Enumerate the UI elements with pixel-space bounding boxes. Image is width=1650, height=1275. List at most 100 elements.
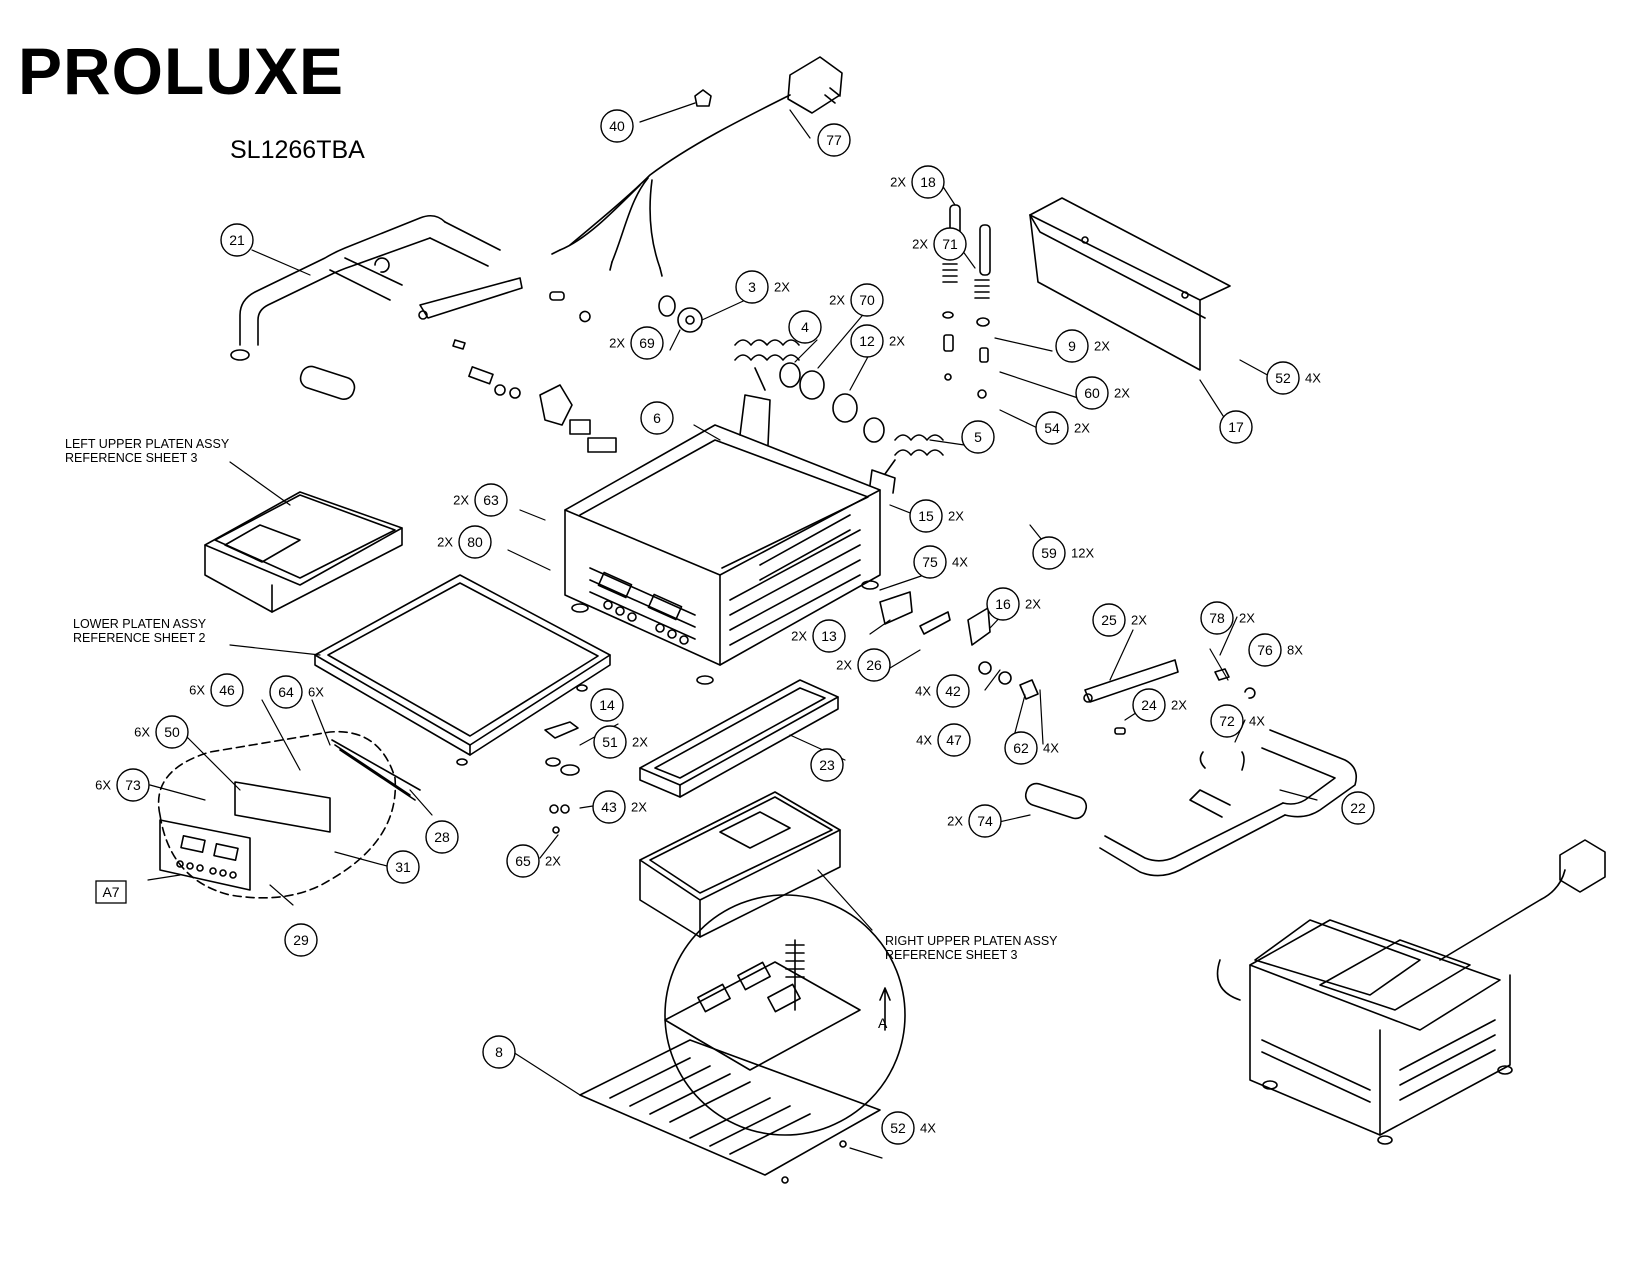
callout-number: 51 bbox=[602, 734, 618, 750]
callout-number: 65 bbox=[515, 853, 531, 869]
lower-note-line2: REFERENCE SHEET 2 bbox=[73, 631, 205, 645]
callout-balloon bbox=[1035, 411, 1069, 445]
drip-tray-drawing bbox=[639, 679, 839, 798]
callout-number: 26 bbox=[866, 657, 882, 673]
callout-quantity: 4X bbox=[1305, 371, 1321, 386]
callout-17: 17 bbox=[1219, 410, 1253, 444]
callout-quantity: 2X bbox=[1114, 386, 1130, 401]
callout-balloon bbox=[458, 525, 492, 559]
callout-77: 77 bbox=[817, 123, 851, 157]
callout-number: 43 bbox=[601, 799, 617, 815]
leader-lines bbox=[147, 102, 1318, 1159]
callout-quantity: 2X bbox=[890, 175, 906, 190]
callout-number: 71 bbox=[942, 236, 958, 252]
callout-number: 80 bbox=[467, 534, 483, 550]
callout-balloon bbox=[386, 850, 420, 884]
callout-quantity: 2X bbox=[1171, 698, 1187, 713]
callout-number: 59 bbox=[1041, 545, 1057, 561]
lower-platen-drawing bbox=[314, 574, 611, 766]
callout-number: 9 bbox=[1068, 338, 1076, 354]
callout-balloon bbox=[909, 499, 943, 533]
callout-balloon bbox=[986, 587, 1020, 621]
callout-16: 16 2X bbox=[986, 587, 1041, 621]
callout-number: 78 bbox=[1209, 610, 1225, 626]
callout-balloon bbox=[968, 804, 1002, 838]
callout-balloon bbox=[1219, 410, 1253, 444]
left-handle-drawing bbox=[230, 214, 523, 401]
callout-14: 14 bbox=[590, 688, 624, 722]
callout-quantity: 2X bbox=[609, 336, 625, 351]
callout-balloon bbox=[474, 483, 508, 517]
callout-number: 77 bbox=[826, 132, 842, 148]
callout-quantity: 6X bbox=[134, 725, 150, 740]
callout-quantity: 4X bbox=[1043, 741, 1059, 756]
callout-8: 8 bbox=[482, 1035, 516, 1069]
callout-balloon bbox=[593, 725, 627, 759]
right-upper-platen-drawing bbox=[639, 791, 841, 938]
left-upper-note-line2: REFERENCE SHEET 3 bbox=[65, 451, 197, 465]
callout-number: 15 bbox=[918, 508, 934, 524]
callout-number: 46 bbox=[219, 682, 235, 698]
callout-number: 17 bbox=[1228, 419, 1244, 435]
callout-number: 18 bbox=[920, 174, 936, 190]
callout-balloon bbox=[284, 923, 318, 957]
right-upper-note-line2: REFERENCE SHEET 3 bbox=[885, 948, 1017, 962]
callout-balloon bbox=[937, 723, 971, 757]
callout-number: 69 bbox=[639, 335, 655, 351]
callout-quantity: 4X bbox=[920, 1121, 936, 1136]
callout-40: 40 bbox=[600, 109, 634, 143]
callout-60: 60 2X bbox=[1075, 376, 1130, 410]
callout-quantity: 2X bbox=[947, 814, 963, 829]
callout-number: 42 bbox=[945, 683, 961, 699]
callout-quantity: 6X bbox=[189, 683, 205, 698]
callout-quantity: 12X bbox=[1071, 546, 1094, 561]
callout-4: 4 bbox=[788, 310, 822, 344]
callout-quantity: 2X bbox=[545, 854, 561, 869]
callout-quantity: 4X bbox=[916, 733, 932, 748]
callout-number: 60 bbox=[1084, 385, 1100, 401]
callout-balloon bbox=[857, 648, 891, 682]
callout-number: 63 bbox=[483, 492, 499, 508]
callout-number: 22 bbox=[1350, 800, 1366, 816]
callout-number: 25 bbox=[1101, 612, 1117, 628]
callout-balloon bbox=[788, 310, 822, 344]
callout-number: 75 bbox=[922, 554, 938, 570]
callout-number: 76 bbox=[1257, 642, 1273, 658]
callout-balloon bbox=[933, 227, 967, 261]
callout-balloon bbox=[1210, 704, 1244, 738]
assembly-tag-text: A7 bbox=[102, 884, 119, 900]
callout-quantity: 4X bbox=[915, 684, 931, 699]
callout-balloon bbox=[735, 270, 769, 304]
callout-number: 29 bbox=[293, 932, 309, 948]
main-housing-drawing bbox=[564, 394, 896, 685]
callout-quantity: 2X bbox=[948, 509, 964, 524]
callout-balloon bbox=[600, 109, 634, 143]
callout-balloon bbox=[1055, 329, 1089, 363]
callout-quantity: 6X bbox=[308, 685, 324, 700]
model-number: SL1266TBA bbox=[230, 136, 365, 164]
callout-number: 16 bbox=[995, 596, 1011, 612]
callout-number: 3 bbox=[748, 279, 756, 295]
callout-28: 28 bbox=[425, 820, 459, 854]
callout-69: 69 2X bbox=[609, 326, 664, 360]
detail-view-label: A bbox=[878, 1015, 888, 1031]
callout-quantity: 2X bbox=[1025, 597, 1041, 612]
callout-balloon bbox=[881, 1111, 915, 1145]
callout-number: 50 bbox=[164, 724, 180, 740]
assembled-unit-drawing bbox=[1216, 839, 1606, 1145]
callout-quantity: 2X bbox=[836, 658, 852, 673]
